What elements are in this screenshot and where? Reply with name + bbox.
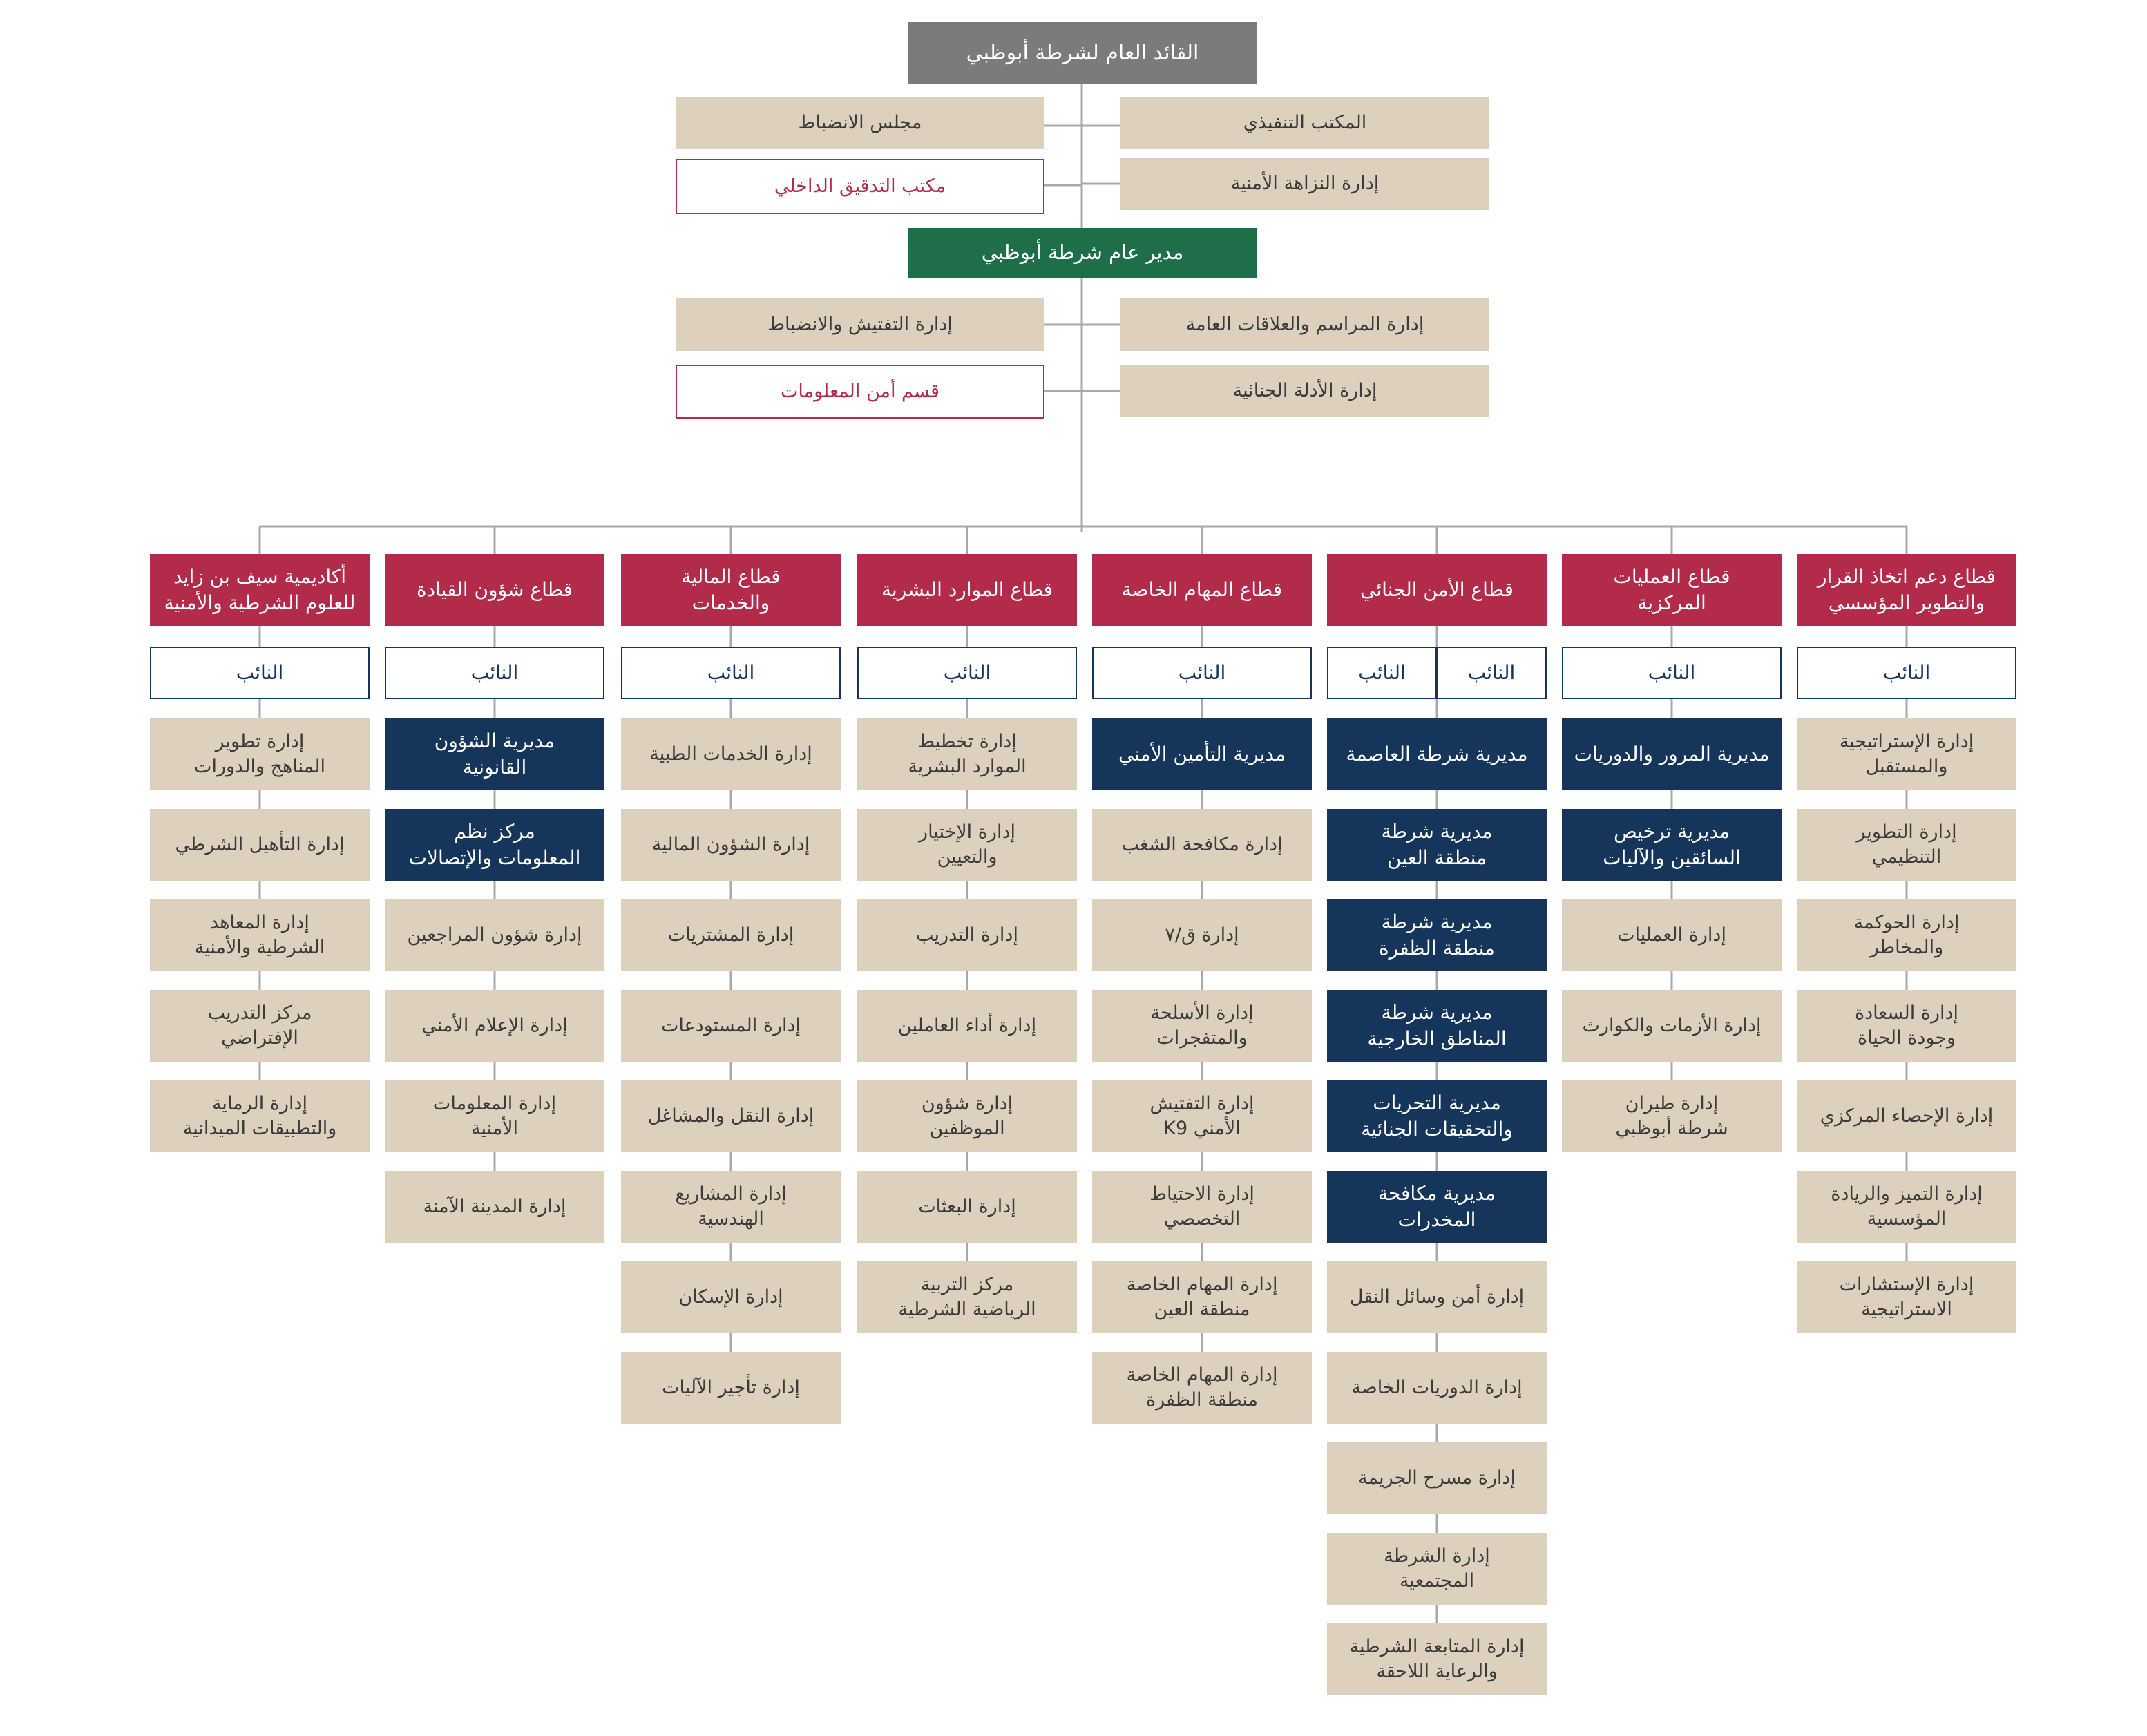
sector-title-academy: أكاديمية سيف بن زايد للعلوم الشرطية والأ…	[150, 554, 370, 626]
unit-box-command-affairs: مديرية الشؤون القانونية	[385, 718, 604, 790]
unit-box-finance: إدارة المستودعات	[621, 990, 841, 1062]
unit-box-decision-support: إدارة الإحصاء المركزي	[1797, 1080, 2016, 1152]
criminal-evidence-box: إدارة الأدلة الجنائية	[1120, 365, 1489, 417]
unit-box-operations: إدارة العمليات	[1562, 899, 1782, 971]
unit-box-command-affairs: إدارة شؤون المراجعين	[385, 899, 604, 971]
sector-title-finance: قطاع المالية والخدمات	[621, 554, 841, 626]
deputy-box-finance: النائب	[621, 647, 841, 699]
info-security-box: قسم أمن المعلومات	[676, 365, 1044, 419]
unit-box-command-affairs: إدارة المدينة الآمنة	[385, 1171, 604, 1243]
unit-box-operations: إدارة الأزمات والكوارث	[1562, 990, 1782, 1062]
unit-box-finance: إدارة الشؤون المالية	[621, 809, 841, 881]
unit-box-special-tasks: إدارة المهام الخاصة منطقة الظفرة	[1092, 1352, 1312, 1424]
sector-title-operations: قطاع العمليات المركزية	[1562, 554, 1782, 626]
protocol-pr-box: إدارة المراسم والعلاقات العامة	[1120, 298, 1489, 351]
unit-box-criminal-security: إدارة الدوريات الخاصة	[1327, 1352, 1547, 1424]
unit-box-human-resources: إدارة البعثات	[857, 1171, 1077, 1243]
director-general-box: مدير عام شرطة أبوظبي	[908, 228, 1257, 278]
unit-box-decision-support: إدارة الإستشارات الاستراتيجية	[1797, 1261, 2016, 1333]
security-integrity-box: إدارة النزاهة الأمنية	[1120, 158, 1489, 210]
deputy-box-command-affairs: النائب	[385, 647, 604, 699]
unit-box-finance: إدارة المشاريع الهندسية	[621, 1171, 841, 1243]
unit-box-academy: إدارة تطوير المناهج والدورات	[150, 718, 370, 790]
unit-box-human-resources: إدارة تخطيط الموارد البشرية	[857, 718, 1077, 790]
unit-box-command-affairs: مركز نظم المعلومات والإتصالات	[385, 809, 604, 881]
deputy-box-decision-support: النائب	[1797, 647, 2016, 699]
deputy-box-criminal-security-2: النائب	[1327, 647, 1437, 699]
unit-box-criminal-security: مديرية شرطة المناطق الخارجية	[1327, 990, 1547, 1062]
sector-title-special-tasks: قطاع المهام الخاصة	[1092, 554, 1312, 626]
unit-box-finance: إدارة المشتريات	[621, 899, 841, 971]
internal-audit-box: مكتب التدقيق الداخلي	[676, 159, 1044, 214]
unit-box-decision-support: إدارة السعادة وجودة الحياة	[1797, 990, 2016, 1062]
unit-box-human-resources: إدارة الإختيار والتعيين	[857, 809, 1077, 881]
unit-box-special-tasks: إدارة التفتيش الأمني K9	[1092, 1080, 1312, 1152]
unit-box-criminal-security: إدارة الشرطة المجتمعية	[1327, 1533, 1547, 1605]
unit-box-special-tasks: إدارة الاحتياط التخصصي	[1092, 1171, 1312, 1243]
chief-box: القائد العام لشرطة أبوظبي	[908, 22, 1257, 84]
unit-box-criminal-security: مديرية شرطة العاصمة	[1327, 718, 1547, 790]
unit-box-criminal-security: إدارة مسرح الجريمة	[1327, 1442, 1547, 1514]
unit-box-operations: مديرية ترخيص السائقين والآليات	[1562, 809, 1782, 881]
unit-box-special-tasks: إدارة المهام الخاصة منطقة العين	[1092, 1261, 1312, 1333]
unit-box-decision-support: إدارة الإستراتيجية والمستقبل	[1797, 718, 2016, 790]
deputy-box-academy: النائب	[150, 647, 370, 699]
deputy-box-criminal-security-1: النائب	[1436, 647, 1547, 699]
sector-title-criminal-security: قطاع الأمن الجنائي	[1327, 554, 1547, 626]
unit-box-criminal-security: مديرية شرطة منطقة الظفرة	[1327, 899, 1547, 971]
unit-box-human-resources: مركز التربية الرياضية الشرطية	[857, 1261, 1077, 1333]
unit-box-human-resources: إدارة التدريب	[857, 899, 1077, 971]
executive-office-box: المكتب التنفيذي	[1120, 97, 1489, 149]
unit-box-finance: إدارة الإسكان	[621, 1261, 841, 1333]
unit-box-special-tasks: إدارة ق/٧	[1092, 899, 1312, 971]
unit-box-human-resources: إدارة شؤون الموظفين	[857, 1080, 1077, 1152]
unit-box-operations: إدارة طيران شرطة أبوظبي	[1562, 1080, 1782, 1152]
sector-title-decision-support: قطاع دعم اتخاذ القرار والتطوير المؤسسي	[1797, 554, 2016, 626]
unit-box-finance: إدارة النقل والمشاغل	[621, 1080, 841, 1152]
unit-box-criminal-security: مديرية شرطة منطقة العين	[1327, 809, 1547, 881]
unit-box-human-resources: إدارة أداء العاملين	[857, 990, 1077, 1062]
sector-title-command-affairs: قطاع شؤون القيادة	[385, 554, 604, 626]
deputy-box-special-tasks: النائب	[1092, 647, 1312, 699]
unit-box-academy: إدارة الرماية والتطبيقات الميدانية	[150, 1080, 370, 1152]
unit-box-command-affairs: إدارة المعلومات الأمنية	[385, 1080, 604, 1152]
unit-box-criminal-security: إدارة المتابعة الشرطية والرعاية اللاحقة	[1327, 1623, 1547, 1695]
deputy-box-human-resources: النائب	[857, 647, 1077, 699]
unit-box-academy: إدارة المعاهد الشرطية والأمنية	[150, 899, 370, 971]
unit-box-academy: مركز التدريب الإفتراضي	[150, 990, 370, 1062]
unit-box-decision-support: إدارة التطوير التنظيمي	[1797, 809, 2016, 881]
unit-box-operations: مديرية المرور والدوريات	[1562, 718, 1782, 790]
unit-box-finance: إدارة الخدمات الطبية	[621, 718, 841, 790]
unit-box-criminal-security: إدارة أمن وسائل النقل	[1327, 1261, 1547, 1333]
unit-box-command-affairs: إدارة الإعلام الأمني	[385, 990, 604, 1062]
unit-box-academy: إدارة التأهيل الشرطي	[150, 809, 370, 881]
unit-box-decision-support: إدارة التميز والريادة المؤسسية	[1797, 1171, 2016, 1243]
unit-box-criminal-security: مديرية مكافحة المخدرات	[1327, 1171, 1547, 1243]
unit-box-special-tasks: مديرية التأمين الأمني	[1092, 718, 1312, 790]
deputy-box-operations: النائب	[1562, 647, 1782, 699]
unit-box-finance: إدارة تأجير الآليات	[621, 1352, 841, 1424]
discipline-council-box: مجلس الانضباط	[676, 97, 1044, 149]
unit-box-decision-support: إدارة الحوكمة والمخاطر	[1797, 899, 2016, 971]
sector-title-human-resources: قطاع الموارد البشرية	[857, 554, 1077, 626]
unit-box-special-tasks: إدارة الأسلحة والمتفجرات	[1092, 990, 1312, 1062]
inspection-discipline-box: إدارة التفتيش والانضباط	[676, 298, 1044, 351]
unit-box-special-tasks: إدارة مكافحة الشغب	[1092, 809, 1312, 881]
unit-box-criminal-security: مديرية التحريات والتحقيقات الجنائية	[1327, 1080, 1547, 1152]
